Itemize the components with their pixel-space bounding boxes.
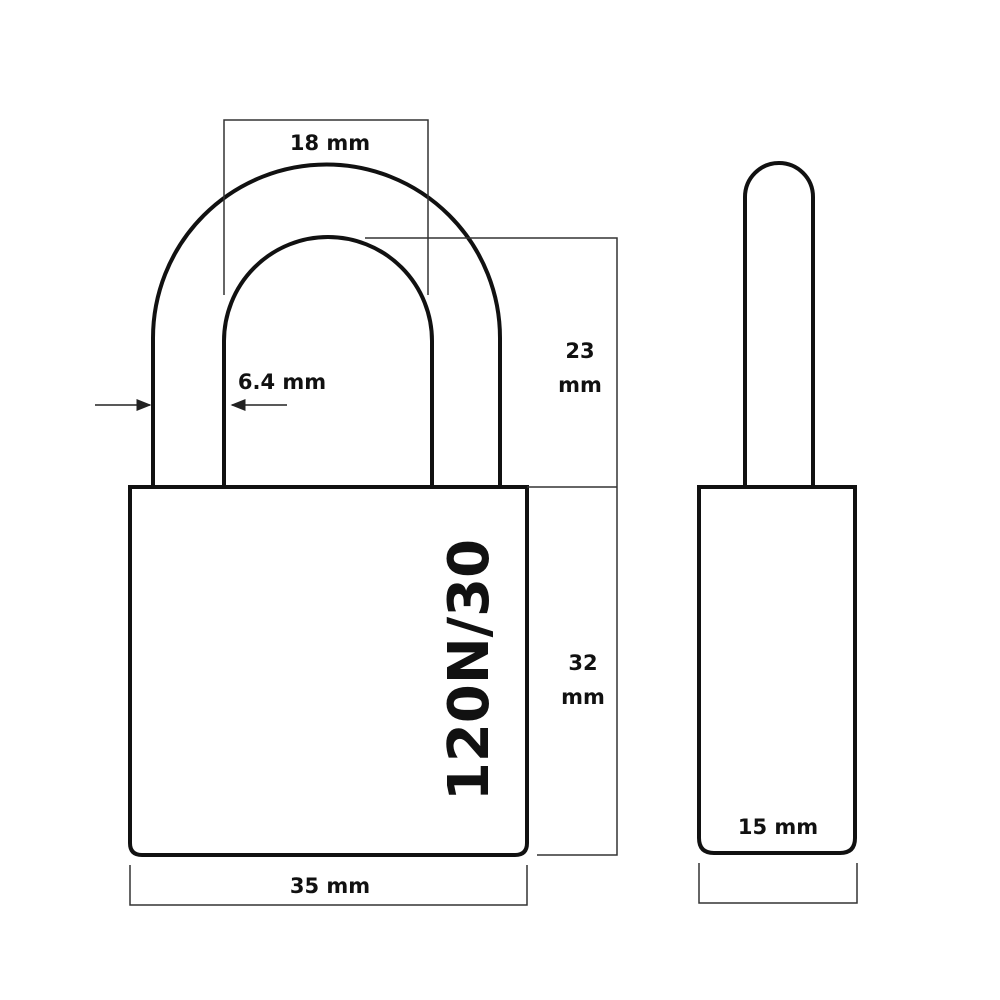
side-body bbox=[697, 485, 857, 855]
body-height-value: 32 bbox=[568, 651, 597, 675]
thickness-label: 6.4 mm bbox=[238, 370, 326, 394]
front-body bbox=[128, 485, 529, 857]
side-shackle bbox=[743, 161, 815, 487]
height-dimension-lines bbox=[365, 237, 618, 856]
clearance-label: 18 mm bbox=[290, 131, 370, 155]
model-label: 120N/30 bbox=[437, 539, 502, 801]
front-shackle bbox=[151, 162, 502, 487]
body-height-unit: mm bbox=[561, 685, 605, 709]
body-width-label: 35 mm bbox=[290, 874, 370, 898]
depth-dimension-lines bbox=[698, 863, 858, 904]
clearance-dimension-lines bbox=[223, 119, 429, 295]
width-dimension-lines bbox=[129, 865, 528, 906]
depth-label: 15 mm bbox=[738, 815, 818, 839]
shackle-height-value: 23 bbox=[565, 339, 594, 363]
shackle-height-unit: mm bbox=[558, 373, 602, 397]
